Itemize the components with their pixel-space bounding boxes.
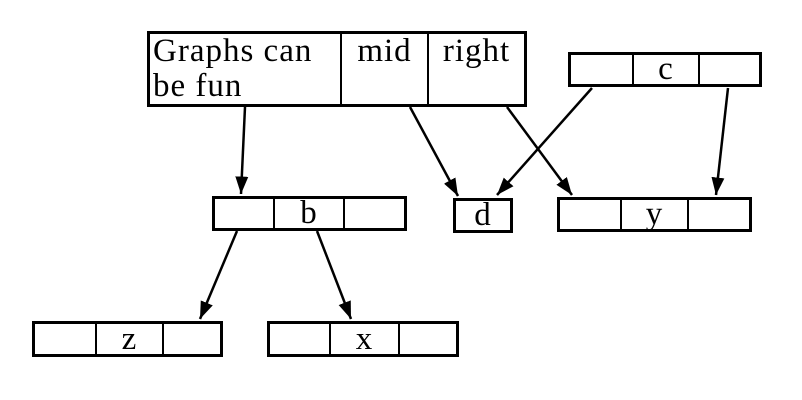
node-z-cell-left (35, 324, 95, 354)
node-x: x (267, 321, 459, 357)
node-struct1-label: Graphs can be fun (153, 33, 313, 104)
node-z: z (32, 321, 223, 357)
node-b-cell-mid: b (273, 195, 343, 231)
node-struct1-right-label: right (442, 33, 511, 69)
node-b: b (212, 196, 407, 231)
node-c-cell-right (698, 55, 759, 84)
node-y-cell-right (687, 200, 749, 229)
node-c-cell-left (571, 55, 632, 84)
node-b-cell-left (215, 199, 273, 228)
node-b-label: b (300, 195, 318, 231)
node-c: c (568, 52, 762, 87)
edge-struct1-right-to-y-left (505, 106, 574, 196)
node-z-cell-right (162, 324, 220, 354)
node-struct1-cell-mid: mid (340, 34, 427, 104)
node-x-cell-right (398, 324, 456, 354)
edge-struct1-f0-to-b-left (235, 106, 249, 195)
node-x-label: x (355, 320, 374, 357)
edge-b-left-to-z-right (198, 230, 239, 320)
node-y-cell-mid: y (620, 196, 687, 232)
edge-c-right-to-y-right (711, 87, 730, 196)
node-z-cell-mid: z (95, 320, 162, 357)
node-z-label: z (121, 320, 138, 357)
node-struct1-mid-label: mid (357, 33, 412, 69)
node-c-label: c (658, 51, 674, 87)
node-d-label: d (474, 197, 492, 233)
node-struct1: Graphs can be fun mid right (147, 31, 527, 107)
node-b-cell-right (343, 199, 404, 228)
node-d-cell: d (456, 197, 510, 233)
node-struct1-cell-right: right (427, 34, 524, 104)
node-y: y (557, 197, 752, 232)
node-d: d (453, 198, 513, 233)
node-y-cell-left (560, 200, 620, 229)
edge-struct1-mid-to-d (408, 106, 460, 197)
node-y-label: y (645, 196, 664, 232)
node-c-cell-mid: c (632, 51, 698, 87)
edge-b-mid-to-x-mid (315, 230, 353, 320)
node-x-cell-left (270, 324, 329, 354)
node-struct1-cell-left: Graphs can be fun (150, 34, 340, 104)
node-x-cell-mid: x (329, 320, 398, 357)
